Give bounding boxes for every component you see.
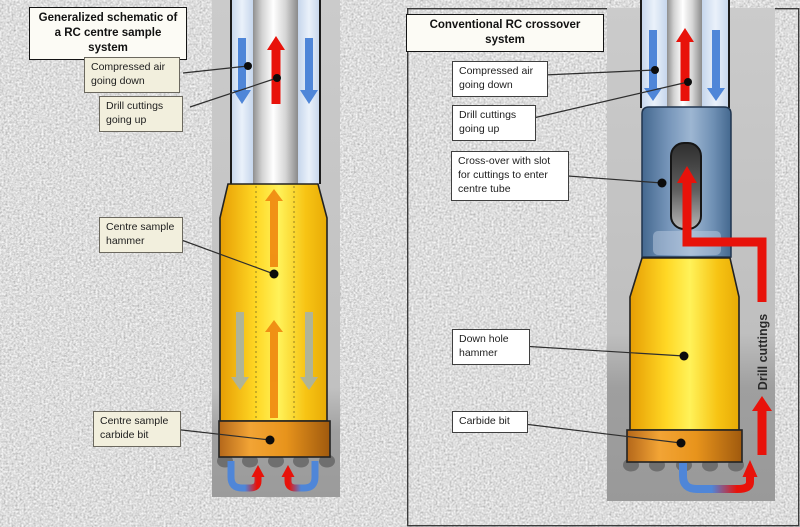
panel-divider bbox=[396, 0, 407, 527]
left-callout-lines bbox=[172, 65, 278, 441]
left-hammer-up-arrow-icon bbox=[265, 189, 283, 418]
left-air-down-arrow-icon bbox=[233, 38, 318, 104]
left-bit-flow-hooks bbox=[227, 461, 319, 492]
right-carbide-bit bbox=[626, 429, 743, 463]
right-carbide-bit-label: Carbide bit bbox=[452, 411, 528, 433]
right-down-hole-hammer bbox=[629, 257, 740, 431]
drill-cuttings-vertical-label: Drill cuttings bbox=[756, 314, 770, 390]
left-carbide-bit-label: Centre sample carbide bit bbox=[93, 411, 181, 447]
right-drill-cuttings-label: Drill cuttings going up bbox=[452, 105, 536, 141]
right-compressed-air-label: Compressed air going down bbox=[452, 61, 548, 97]
left-compressed-air-label: Compressed air going down bbox=[84, 57, 180, 93]
left-carbide-bit bbox=[218, 420, 331, 458]
left-centre-tube-dashed bbox=[255, 186, 295, 420]
left-callout-dots bbox=[244, 62, 281, 445]
right-panel-top-margin bbox=[396, 0, 800, 8]
right-bit-flow-hook bbox=[679, 460, 758, 493]
left-hammer-label: Centre sample hammer bbox=[99, 217, 183, 253]
right-annulus-up-arrow-icon bbox=[752, 396, 772, 455]
right-crossover-flow-path bbox=[677, 166, 767, 302]
right-panel-title: Conventional RC crossover system bbox=[406, 14, 604, 52]
right-callout-dots bbox=[651, 66, 692, 448]
left-cuttings-up-arrow-icon bbox=[267, 36, 285, 104]
right-panel-border bbox=[407, 7, 800, 527]
right-hammer-label: Down hole hammer bbox=[452, 329, 530, 365]
right-air-down-arrow-icon bbox=[644, 30, 725, 101]
left-panel-title: Generalized schematic of a RC centre sam… bbox=[29, 7, 187, 60]
right-callout-lines bbox=[520, 69, 689, 444]
left-drill-cuttings-label: Drill cuttings going up bbox=[99, 96, 183, 132]
right-crossover-label: Cross-over with slot for cuttings to ent… bbox=[451, 151, 569, 201]
left-hammer-down-arrow-icon bbox=[231, 312, 318, 390]
